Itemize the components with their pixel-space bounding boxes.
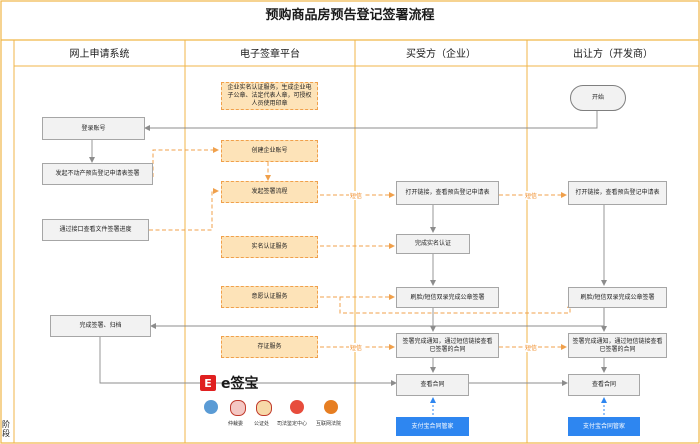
start-sign-node: 发起签署流程	[221, 181, 318, 203]
esign-logo-mark: E	[200, 375, 216, 391]
seller-view-contract-node: 查看合同	[568, 374, 640, 396]
diagram-title: 预购商品房预告登记签署流程	[265, 8, 435, 23]
buyer-alipay-node: 支付宝合同管家	[396, 417, 469, 436]
forensic-center-icon	[290, 400, 304, 414]
platform-service-note: 企业实名认证服务，生成企业电子公章、法定代表人章，可授权人员使用印章	[221, 82, 318, 110]
seller-sign-node: 刷脸/短信双录完成公章签署	[568, 287, 667, 308]
create-account-node: 创建企业账号	[221, 140, 318, 162]
buyer-view-contract-node: 查看合同	[396, 374, 469, 396]
internet-court-icon	[324, 400, 338, 414]
seller-notice-node: 签署完成通知，通过短信链接查看已签署的合同	[568, 333, 667, 358]
blockchain-icon	[204, 400, 218, 414]
partner-label-internet-court: 互联网法院	[316, 421, 342, 427]
login-node: 登录账号	[42, 117, 145, 140]
partner-label-arbitration: 仲裁委	[228, 421, 244, 427]
buyer-real-name-node: 完成实名认证	[396, 234, 470, 254]
sms-label: 短信	[524, 343, 539, 352]
arbitration-icon	[230, 400, 246, 416]
init-apply-node: 发起不动产预告登记申请表签署	[42, 163, 153, 185]
seller-alipay-node: 支付宝合同管家	[568, 417, 640, 436]
buyer-sign-node: 刷脸/短信双录完成公章签署	[396, 287, 499, 308]
sms-label: 短信	[349, 191, 364, 200]
real-name-service-node: 实名认证服务	[221, 236, 318, 258]
sms-label: 短信	[524, 191, 539, 200]
esign-logo: E e签宝	[200, 373, 259, 393]
lane-header-esign-platform: 电子签章平台	[240, 49, 300, 60]
partner-institutions: 仲裁委 公证处 司法鉴定中心 互联网法院	[198, 398, 358, 434]
start-node: 开始	[570, 85, 626, 111]
buyer-notice-node: 签署完成通知，通过短信链接查看已签署的合同	[396, 333, 499, 358]
seller-open-link-node: 打开链接，查看预告登记申请表	[568, 181, 667, 205]
lane-header-buyer: 买受方（企业）	[406, 49, 476, 60]
partner-label-forensic-center: 司法鉴定中心	[277, 421, 308, 427]
partner-label-notary: 公证处	[254, 421, 270, 427]
finish-archive-node: 完成签署、归档	[50, 315, 151, 337]
notary-icon	[256, 400, 272, 416]
buyer-open-link-node: 打开链接，查看预告登记申请表	[396, 181, 499, 205]
deposit-service-node: 存证服务	[221, 336, 318, 358]
query-progress-node: 通过接口查看文件签署进度	[42, 219, 149, 241]
will-service-node: 意愿认证服务	[221, 286, 318, 308]
esign-logo-text: e签宝	[221, 376, 259, 392]
lane-header-seller: 出让方（开发商）	[573, 49, 653, 60]
stage-label: 阶段	[2, 420, 10, 438]
sms-label: 短信	[349, 343, 364, 352]
lane-header-online-system: 网上申请系统	[69, 49, 130, 60]
